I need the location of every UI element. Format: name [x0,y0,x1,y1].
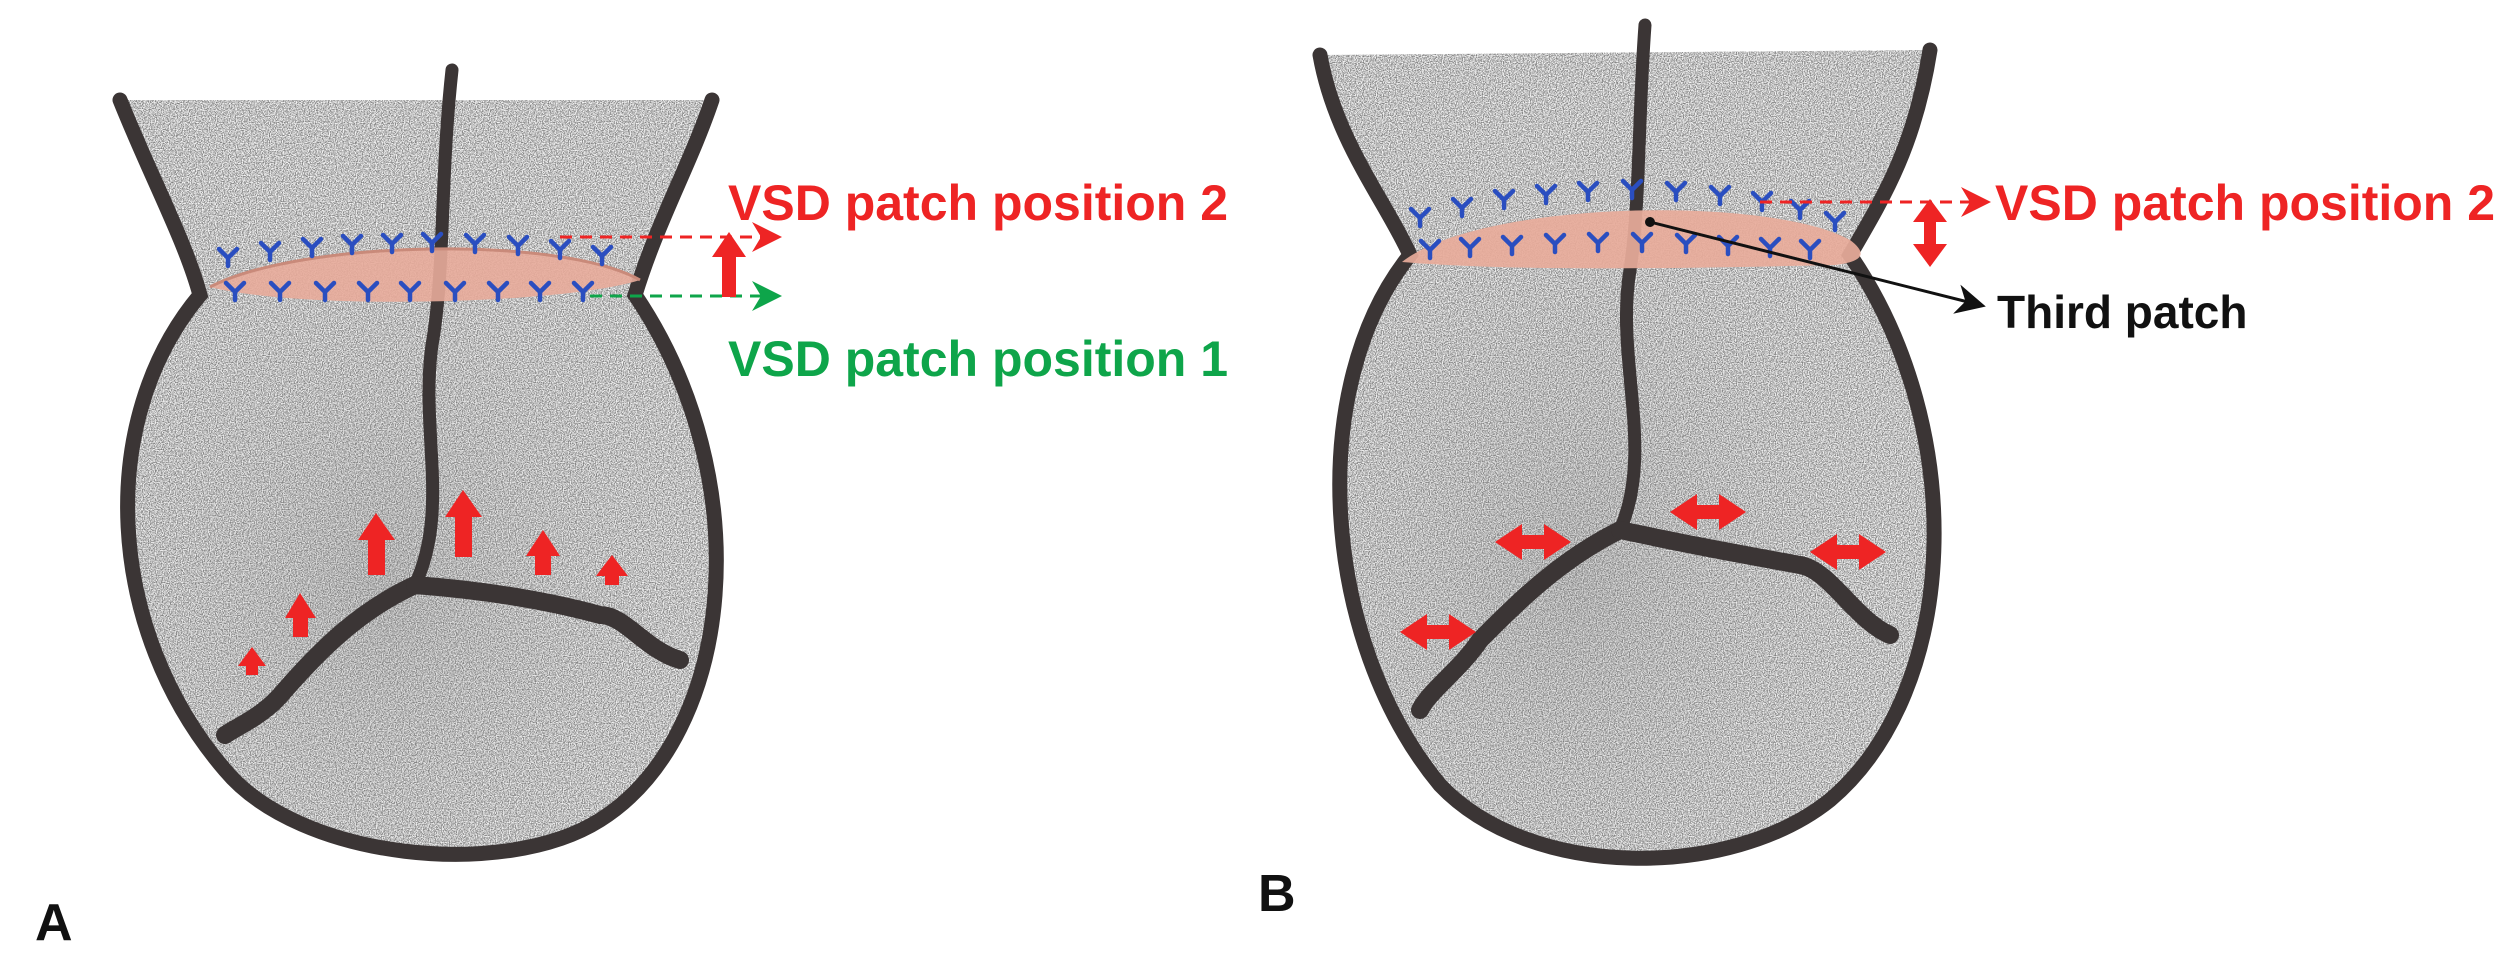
panel-a-vsd-patch [210,248,640,302]
panel-a-position-1-label: VSD patch position 1 [728,331,1229,387]
red-up-arrow-icon [358,513,395,575]
red-double-arrow-icon [1400,614,1476,650]
red-up-arrow-icon [596,555,628,585]
panel-b-third-patch [1402,210,1861,269]
panel-b-branch-right [1611,521,1899,644]
panel-b-force-arrows [1400,494,1886,650]
panel-a-position-2-label: VSD patch position 2 [728,175,1229,231]
panel-a-shift-up-arrow [712,232,746,297]
panel-b-outer-wall [1312,42,1942,866]
panel-a-branch-left [216,576,424,744]
panel-a-septum [408,63,459,592]
panel-a-branch-right [406,576,689,669]
panel-b-septum [1613,18,1652,537]
panel-a-outer-wall [112,92,724,862]
panel-b-third-patch-label: Third patch [1997,286,2248,338]
panel-a-force-arrows [238,490,628,675]
red-up-arrow-icon [445,490,482,557]
red-double-arrow-icon [1810,534,1886,570]
panel-b [1312,18,1991,866]
panel-a [112,63,782,862]
panel-b-branch-left [1411,521,1629,719]
panel-a-heart-texture [120,100,717,855]
panel-b-third-patch-dot [1645,217,1655,227]
panel-b-shift-double-arrow [1913,199,1947,267]
red-double-arrow-icon [1495,524,1571,560]
panel-b-third-patch-leader [1649,220,1986,314]
red-up-arrow-icon [285,593,316,637]
red-up-arrow-icon [526,530,560,575]
panel-b-letter: B [1258,865,1296,923]
red-double-arrow-icon [1670,494,1746,530]
panel-a-letter: A [35,894,73,952]
panel-b-heart-texture [1320,50,1935,859]
panel-b-position-2-label: VSD patch position 2 [1995,175,2496,231]
red-up-arrow-icon [238,647,266,675]
